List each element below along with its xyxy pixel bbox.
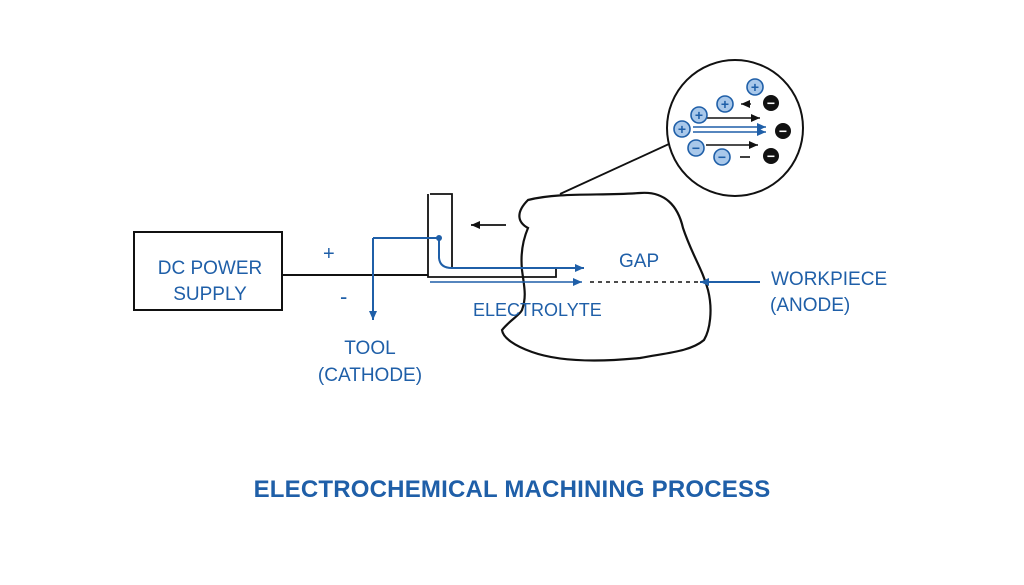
tool-label-line1: TOOL: [344, 338, 396, 359]
ion-symbol: +: [678, 121, 686, 137]
positive-ion: +: [746, 78, 764, 96]
negative-ion-black: −: [775, 123, 791, 139]
ion-symbol: −: [692, 140, 700, 156]
positive-ion: +: [716, 95, 734, 113]
dc-power-supply-box: DC POWER SUPPLY: [133, 231, 283, 311]
ion-symbol: +: [751, 79, 759, 95]
power-supply-label-line1: DC POWER: [157, 258, 263, 279]
ion-symbol: −: [779, 123, 787, 139]
workpiece-label-line2: (ANODE): [770, 295, 851, 316]
power-supply-label-line2: SUPPLY: [173, 284, 247, 305]
positive-ion: +: [673, 120, 691, 138]
ion-symbol: −: [767, 148, 775, 164]
negative-ion-blue: −: [713, 148, 731, 166]
positive-terminal-label: +: [323, 243, 335, 265]
ion-symbol: +: [721, 96, 729, 112]
workpiece-label-line1: WORKPIECE: [771, 269, 888, 290]
zoom-connector: [559, 137, 683, 195]
electrolyte-label: ELECTROLYTE: [473, 300, 602, 320]
negative-terminal-label: -: [340, 284, 348, 309]
tool-shape: [427, 193, 557, 278]
ion-symbol: +: [695, 107, 703, 123]
diagram-title: ELECTROCHEMICAL MACHINING PROCESS: [253, 476, 771, 503]
ion-symbol: −: [767, 95, 775, 111]
flow-into-gap: [438, 238, 584, 272]
negative-ion-blue: −: [687, 139, 705, 157]
ion-symbol: −: [718, 149, 726, 165]
gap-label: GAP: [619, 251, 660, 272]
negative-ion-black: −: [763, 148, 779, 164]
positive-ion: +: [690, 106, 708, 124]
negative-ion-black: −: [763, 95, 779, 111]
workpiece-shape: [500, 191, 712, 362]
tool-label-line2: (CATHODE): [317, 365, 423, 386]
